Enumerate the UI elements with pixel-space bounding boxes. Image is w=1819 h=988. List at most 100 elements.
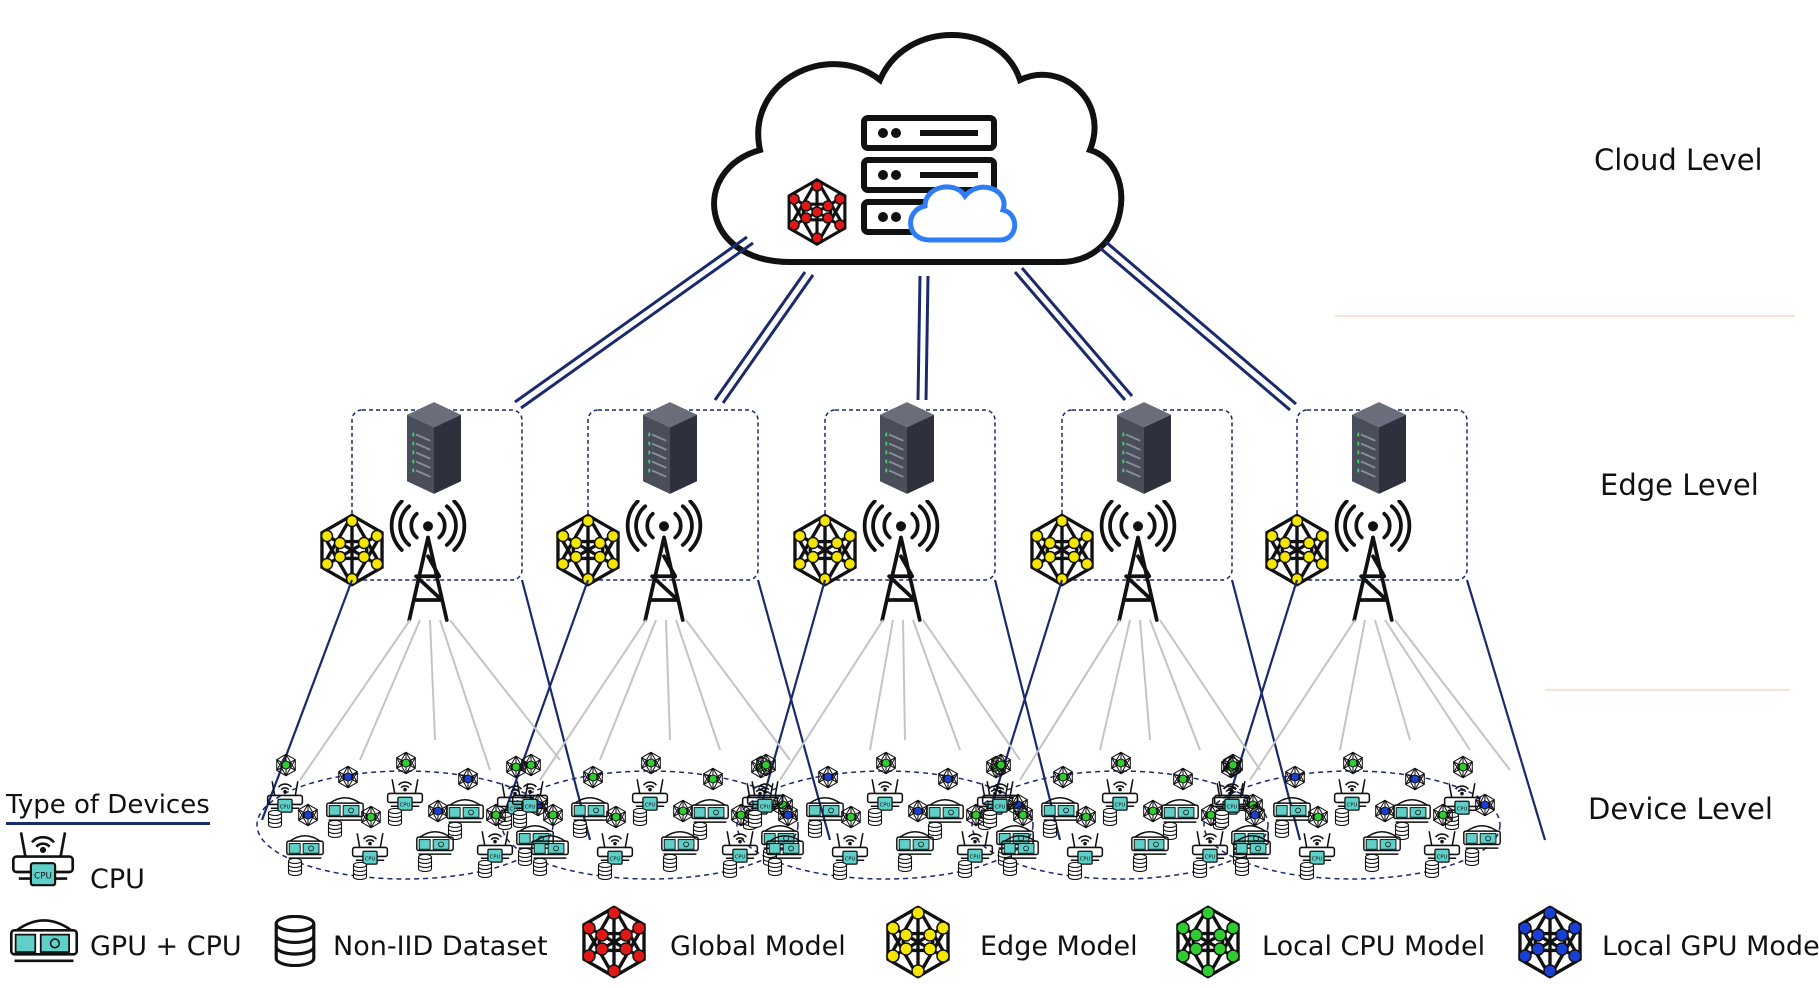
cpu-device-icon xyxy=(1191,830,1229,863)
local-cpu-model-icon-node xyxy=(1348,758,1358,768)
dataset-icon xyxy=(417,854,433,872)
cpu-device-icon xyxy=(1066,832,1104,865)
local-cpu-model-icon-node xyxy=(281,760,291,770)
cell-tower-icon xyxy=(1337,501,1410,620)
cpu-device-icon xyxy=(596,832,634,865)
legend-global-model-icon xyxy=(582,905,646,979)
local-cpu-model-icon-node xyxy=(366,812,376,822)
cpu-device-icon xyxy=(956,830,994,863)
gpu-device-icon xyxy=(926,798,964,823)
global-model-icon xyxy=(787,178,847,246)
gpu-device-icon xyxy=(661,830,699,855)
edge-device-links xyxy=(260,579,1547,841)
legend-local-cpu-model-label: Local CPU Model xyxy=(1262,931,1486,962)
cpu-device-icon xyxy=(386,778,424,811)
gpu-device-icon xyxy=(326,796,364,821)
edge-level-label: Edge Level xyxy=(1600,468,1759,502)
dataset-icon xyxy=(1132,854,1148,872)
gpu-device-icon xyxy=(446,798,484,823)
local-cpu-model-icon-node xyxy=(1228,760,1238,770)
local-gpu-model-icon-node xyxy=(303,810,313,820)
dataset-icon xyxy=(287,858,303,876)
cell-tower-icon xyxy=(628,501,701,620)
local-cpu-model-icon-node xyxy=(1116,758,1126,768)
dataset-icon xyxy=(1299,862,1315,880)
local-cpu-model-icon-node xyxy=(1438,810,1448,820)
dataset-icon xyxy=(477,860,493,878)
legend-cpu-label: CPU xyxy=(90,864,145,895)
legend-local-cpu-model-icon xyxy=(1176,905,1240,979)
local-cpu-model-icon-node xyxy=(1148,806,1158,816)
dataset-icon xyxy=(957,860,973,878)
local-cpu-model-icon-node xyxy=(736,810,746,820)
dataset-icon xyxy=(867,808,883,826)
cpu-device-icon xyxy=(631,778,669,811)
legend-local-gpu-model-icon xyxy=(1518,905,1582,979)
cpu-device-icon xyxy=(266,780,304,813)
dataset-icon xyxy=(597,862,613,880)
dataset-icon xyxy=(352,862,368,880)
gpu-device-icon xyxy=(806,796,844,821)
local-cpu-model-icon-node xyxy=(1206,810,1216,820)
device-level-label: Device Level xyxy=(1588,792,1773,826)
cpu-device-icon xyxy=(866,778,904,811)
dataset-icon xyxy=(512,810,528,828)
dataset-icon xyxy=(1067,862,1083,880)
dataset-icon xyxy=(1214,810,1230,828)
gpu-device-icon xyxy=(416,830,454,855)
local-gpu-model-icon-node xyxy=(1290,772,1300,782)
gpu-device-icon xyxy=(1363,830,1401,855)
edge-model-icon xyxy=(1265,513,1329,587)
cpu-device-icon xyxy=(476,830,514,863)
local-gpu-model-icon-node xyxy=(343,772,353,782)
legend-edge-model-label: Edge Model xyxy=(980,931,1138,962)
dataset-icon xyxy=(1364,854,1380,872)
cell-tower-icon xyxy=(865,501,938,620)
dataset-icon xyxy=(1192,860,1208,878)
dataset-icon xyxy=(1102,808,1118,826)
cpu-device-icon xyxy=(831,832,869,865)
wireless-links xyxy=(299,619,1511,781)
local-cpu-model-icon-node xyxy=(401,758,411,768)
edge-node xyxy=(556,401,759,620)
local-gpu-model-icon-node xyxy=(1410,774,1420,784)
dataset-icon xyxy=(722,860,738,878)
local-cpu-model-icon-node xyxy=(526,760,536,770)
edge-model-icon xyxy=(1030,513,1094,587)
local-cpu-model-icon-node xyxy=(708,774,718,784)
local-cpu-model-icon-node xyxy=(548,810,558,820)
local-cpu-model-icon-node xyxy=(646,758,656,768)
dataset-icon xyxy=(1234,858,1250,876)
local-cpu-model-icon-node xyxy=(678,806,688,816)
legend-edge-model-icon xyxy=(886,905,950,979)
gpu-device-icon xyxy=(1161,798,1199,823)
gpu-cpu-icon xyxy=(9,919,79,963)
gpu-device-icon xyxy=(1463,824,1501,849)
legend-title: Type of Devices xyxy=(6,790,210,825)
local-cpu-model-icon-node xyxy=(588,772,598,782)
gpu-device-icon xyxy=(1393,798,1431,823)
cpu-device-icon xyxy=(1101,778,1139,811)
server-tower-icon xyxy=(1351,401,1407,495)
cpu-device-icon xyxy=(1333,778,1371,811)
cell-tower-icon xyxy=(1102,501,1175,620)
edge-node xyxy=(1030,401,1233,620)
dataset-icon xyxy=(747,810,763,828)
gpu-device-icon xyxy=(286,834,324,859)
local-cpu-model-icon-node xyxy=(881,758,891,768)
local-gpu-model-icon-node xyxy=(433,806,443,816)
gpu-device-icon xyxy=(691,798,729,823)
dataset-icon xyxy=(532,858,548,876)
edge-model-icon xyxy=(793,513,857,587)
dataset-icon xyxy=(1042,820,1058,838)
dataset-icon xyxy=(1002,858,1018,876)
dataset-icon xyxy=(662,854,678,872)
legend-local-gpu-model-label: Local GPU Model xyxy=(1602,931,1819,962)
dataset-icon xyxy=(1334,808,1350,826)
gpu-device-icon xyxy=(1041,796,1079,821)
local-cpu-model-icon-node xyxy=(1058,772,1068,782)
dataset-icon xyxy=(572,820,588,838)
local-cpu-model-icon-node xyxy=(1313,812,1323,822)
dataset-icon xyxy=(632,808,648,826)
local-cpu-model-icon-node xyxy=(511,762,521,772)
